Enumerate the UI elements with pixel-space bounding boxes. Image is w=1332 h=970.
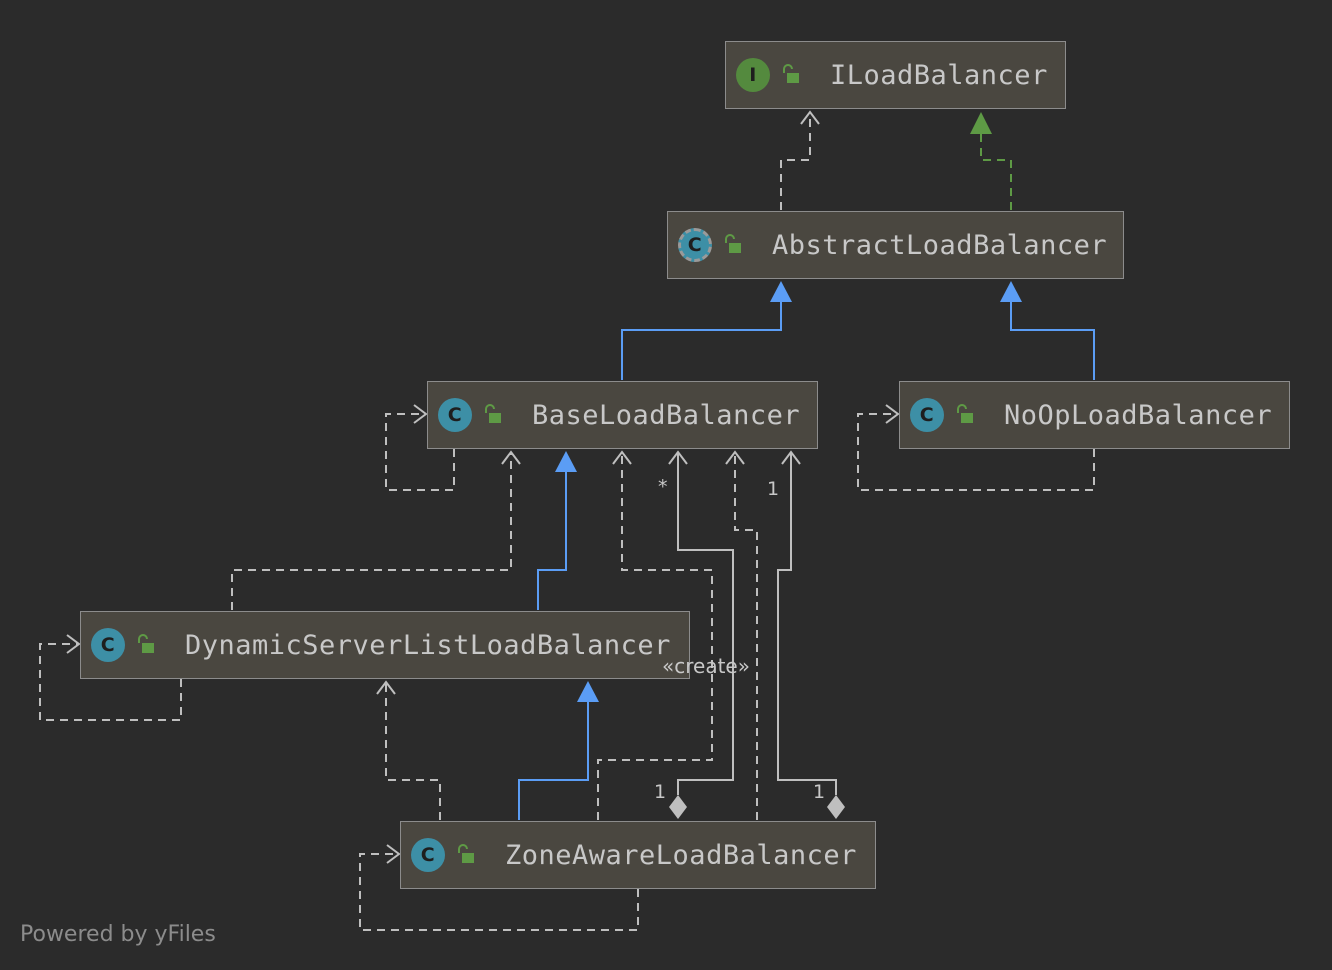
unlocked-icon bbox=[138, 634, 154, 653]
arrowhead-open bbox=[501, 450, 521, 465]
node-noploadbalancer[interactable]: C NoOpLoadBalancer bbox=[899, 381, 1290, 449]
node-dynamicserverlistloadbalancer[interactable]: C DynamicServerListLoadBalancer bbox=[80, 611, 690, 679]
edge-dynamic-to-base-dependency bbox=[231, 452, 512, 610]
edge-dynamic-self-loop bbox=[39, 643, 182, 721]
multiplicity-one-label: 1 bbox=[813, 781, 826, 803]
multiplicity-one-label: 1 bbox=[654, 781, 667, 803]
class-icon: C bbox=[411, 838, 445, 872]
edge-base-self-loop bbox=[385, 413, 455, 491]
edge-zoneaware-aggregates-base-one bbox=[777, 452, 837, 795]
arrowhead-open bbox=[668, 450, 688, 465]
class-name: BaseLoadBalancer bbox=[532, 399, 801, 431]
edge-zoneaware-aggregates-base-many bbox=[677, 452, 734, 795]
unlocked-icon bbox=[725, 234, 741, 253]
class-icon: C bbox=[910, 398, 944, 432]
node-abstractloadbalancer[interactable]: C AbstractLoadBalancer bbox=[667, 211, 1124, 279]
arrowhead-open bbox=[781, 450, 801, 465]
arrowhead-inheritance bbox=[770, 281, 792, 302]
aggregation-diamond bbox=[827, 795, 845, 819]
create-stereotype-label: «create» bbox=[662, 654, 750, 678]
edge-zoneaware-create-base bbox=[597, 452, 713, 820]
edge-noop-self-loop bbox=[857, 413, 1095, 491]
class-name: ZoneAwareLoadBalancer bbox=[505, 839, 857, 871]
class-name: DynamicServerListLoadBalancer bbox=[185, 629, 671, 661]
edge-zoneaware-extends-dynamic bbox=[518, 702, 589, 820]
edge-noop-extends-abstract bbox=[1010, 302, 1095, 380]
node-iloadbalancer[interactable]: I ILoadBalancer bbox=[725, 41, 1066, 109]
class-name: ILoadBalancer bbox=[830, 59, 1048, 91]
arrowhead-inheritance bbox=[555, 451, 577, 472]
arrowhead-open bbox=[413, 404, 428, 424]
arrowhead-inheritance bbox=[577, 681, 599, 702]
multiplicity-many-label: * bbox=[658, 476, 668, 498]
unlocked-icon bbox=[485, 404, 501, 423]
unlocked-icon bbox=[957, 404, 973, 423]
edge-zoneaware-to-base-dependency bbox=[734, 452, 758, 820]
powered-by-footer: Powered by yFiles bbox=[20, 922, 216, 947]
edge-abstract-to-iloadbalancer-dependency bbox=[780, 112, 811, 210]
node-baseloadbalancer[interactable]: C BaseLoadBalancer bbox=[427, 381, 818, 449]
edge-zoneaware-self-loop bbox=[359, 853, 639, 931]
unlocked-icon bbox=[783, 64, 799, 83]
interface-icon: I bbox=[736, 58, 770, 92]
aggregation-diamond bbox=[669, 795, 687, 819]
arrowhead-open bbox=[725, 450, 745, 465]
arrowhead-open bbox=[66, 634, 81, 654]
class-name: NoOpLoadBalancer bbox=[1004, 399, 1273, 431]
edge-dynamic-extends-base bbox=[537, 472, 567, 610]
class-name: AbstractLoadBalancer bbox=[772, 229, 1108, 261]
edge-zoneaware-to-dynamic-dependency bbox=[385, 682, 441, 820]
arrowhead-implementation bbox=[970, 112, 992, 134]
arrowhead-open bbox=[800, 110, 820, 125]
arrowhead-open bbox=[386, 844, 401, 864]
multiplicity-one-label: 1 bbox=[767, 478, 780, 500]
arrowhead-inheritance bbox=[1000, 281, 1022, 302]
edge-base-extends-abstract bbox=[621, 302, 782, 380]
class-icon: C bbox=[91, 628, 125, 662]
edge-abstract-implements-iloadbalancer bbox=[980, 134, 1012, 210]
class-icon: C bbox=[438, 398, 472, 432]
abstract-class-icon: C bbox=[678, 228, 712, 262]
arrowhead-open bbox=[612, 450, 632, 465]
unlocked-icon bbox=[458, 844, 474, 863]
node-zoneawareloadbalancer[interactable]: C ZoneAwareLoadBalancer bbox=[400, 821, 876, 889]
arrowhead-open bbox=[376, 680, 396, 695]
arrowhead-open bbox=[885, 404, 900, 424]
